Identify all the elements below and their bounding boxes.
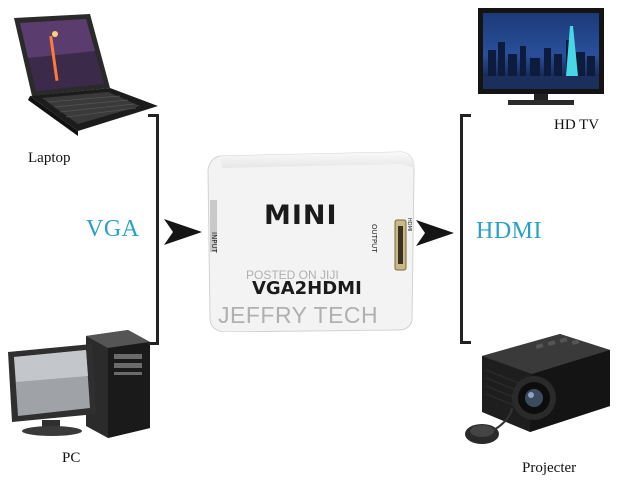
watermark-brand: JEFFRY TECH: [218, 302, 379, 328]
hdmi-port-label: HDMI: [406, 218, 412, 232]
adapter-brand: MINI: [264, 200, 338, 231]
arrow-right-icon: [416, 220, 456, 246]
hdmi-label: HDMI: [476, 218, 542, 244]
pc-image: [0, 330, 160, 445]
pc-label: PC: [62, 450, 81, 466]
watermark-posted: POSTED ON JIJI: [246, 268, 339, 282]
laptop-image: [0, 6, 160, 141]
tv-image: [474, 4, 614, 108]
tv-label: HD TV: [554, 117, 600, 133]
projector-label: Projecter: [522, 460, 577, 476]
left-bracket: [148, 114, 159, 345]
arrow-right-icon: [164, 219, 204, 245]
adapter-box: [206, 150, 416, 332]
vga-label: VGA: [86, 216, 140, 242]
right-bracket: [460, 114, 471, 344]
laptop-label: Laptop: [28, 150, 71, 166]
projector-image: [460, 324, 620, 452]
adapter-model: VGA2HDMI: [252, 278, 362, 299]
input-port-label: INPUT: [210, 232, 218, 253]
output-port-label: OUTPUT: [370, 224, 378, 253]
